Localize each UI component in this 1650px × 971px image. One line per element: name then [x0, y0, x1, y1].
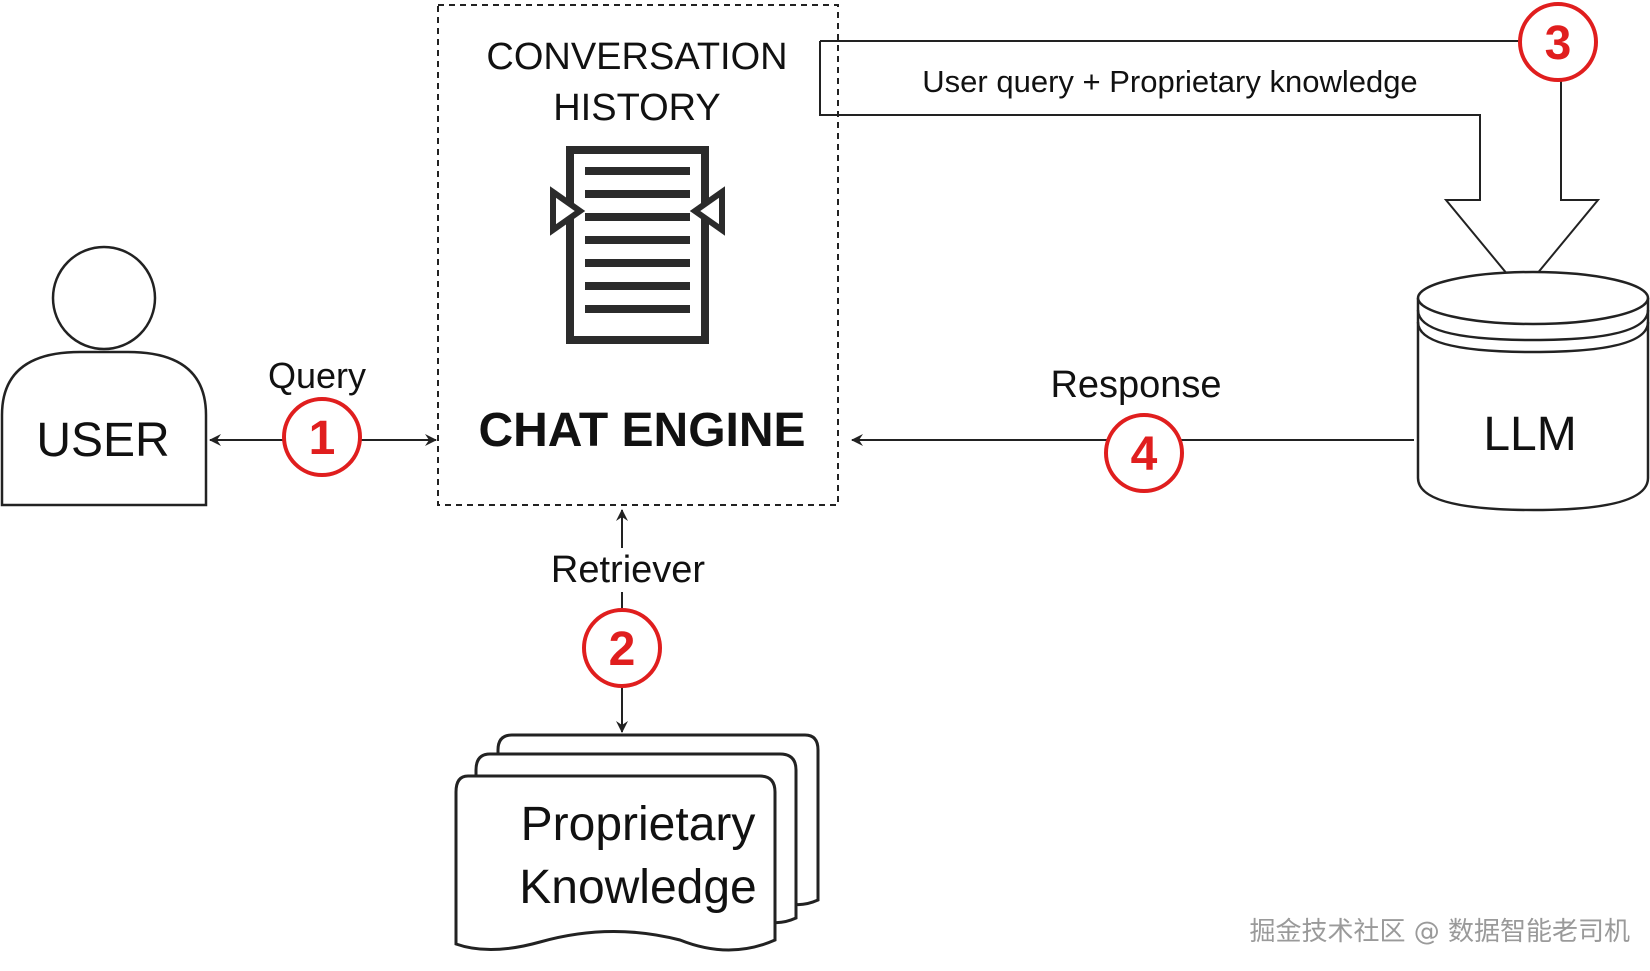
history-label-line1: CONVERSATION: [486, 36, 787, 78]
query-label: Query: [268, 355, 366, 396]
llm-label: LLM: [1483, 408, 1576, 461]
knowledge-label-line2: Knowledge: [519, 861, 757, 914]
user-label: USER: [36, 414, 169, 467]
augmented-pipe: [819, 41, 1601, 294]
step-badge-4: [1104, 413, 1184, 493]
knowledge-node: Proprietary Knowledge: [454, 733, 820, 952]
user-head: [51, 245, 157, 351]
user-node: USER: [0, 245, 208, 507]
edge-response: Response 4: [851, 364, 1414, 493]
knowledge-front-page: [454, 774, 777, 952]
chat-engine-box: [437, 4, 839, 506]
step-badge-3: [1518, 2, 1598, 82]
step-badge-2: [582, 608, 662, 688]
step-number-4: 4: [1131, 428, 1158, 481]
augmented-label: User query + Proprietary knowledge: [922, 64, 1417, 99]
conversation-history-icon: [550, 146, 725, 344]
edge-query: Query 1: [209, 355, 437, 477]
edge-retriever: Retriever 2: [540, 509, 710, 733]
user-body: [0, 350, 208, 507]
edge-augmented-prompt: User query + Proprietary knowledge 3: [819, 2, 1601, 294]
llm-cylinder-body: [1416, 298, 1650, 512]
response-label: Response: [1050, 364, 1221, 406]
step-number-1: 1: [309, 412, 336, 465]
history-label-line2: HISTORY: [553, 87, 721, 129]
step-badge-1: [282, 397, 362, 477]
retriever-label: Retriever: [551, 549, 705, 591]
llm-node: LLM: [1416, 270, 1650, 512]
watermark: 掘金技术社区 @ 数据智能老司机: [1249, 917, 1630, 947]
llm-cylinder-top: [1416, 270, 1650, 326]
chat-engine-label: CHAT ENGINE: [478, 404, 805, 457]
step-number-3: 3: [1545, 17, 1572, 70]
knowledge-label-line1: Proprietary: [521, 798, 756, 851]
chat-engine-node: CONVERSATION HISTORY CHAT ENGINE: [437, 4, 839, 506]
step-number-2: 2: [609, 623, 636, 676]
